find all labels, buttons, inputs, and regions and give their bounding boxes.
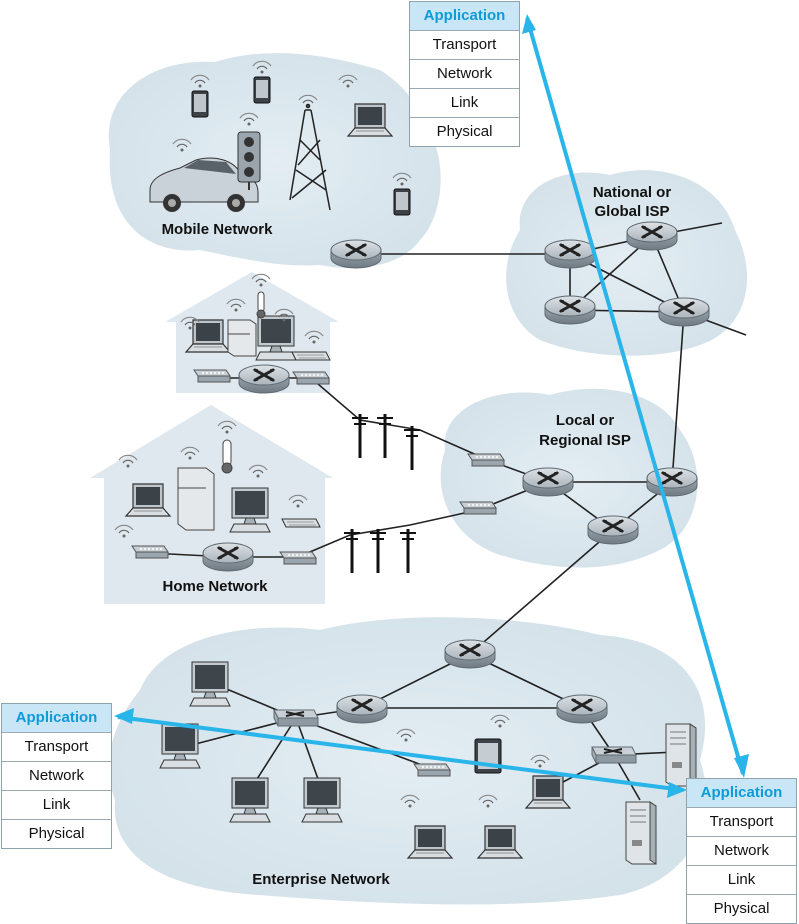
regional-isp-label-line2: Regional ISP (539, 432, 631, 449)
thermometer-icon (217, 420, 237, 474)
layer-network: Network (2, 761, 111, 790)
layer-network: Network (410, 59, 519, 88)
layer-transport: Transport (2, 732, 111, 761)
layer-physical: Physical (687, 894, 796, 923)
traffic-light-icon (237, 112, 261, 190)
regional-isp-label-line1: Local or (556, 412, 615, 429)
layer-link: Link (2, 790, 111, 819)
global-isp-label-line1: National or (593, 184, 672, 201)
layer-transport: Transport (687, 807, 796, 836)
refrigerator-icon (226, 298, 257, 357)
refrigerator-icon (177, 446, 215, 531)
application-connection-arrows (114, 14, 749, 798)
mobile-network-region (108, 53, 441, 269)
global-isp-label-line2: Global ISP (594, 203, 669, 220)
enterprise-network-label: Enterprise Network (252, 871, 390, 888)
protocol-stack-mobile: Application Transport Network Link Physi… (409, 1, 520, 147)
protocol-stack-enterprise: Application Transport Network Link Physi… (1, 703, 112, 849)
car-icon (149, 138, 259, 212)
layer-application: Application (2, 704, 111, 732)
utility-pole-icon (342, 412, 422, 575)
home-network-label: Home Network (162, 578, 268, 595)
layer-link: Link (410, 88, 519, 117)
layer-transport: Transport (410, 30, 519, 59)
layer-network: Network (687, 836, 796, 865)
layer-physical: Physical (2, 819, 111, 848)
layer-application: Application (410, 2, 519, 30)
mobile-network-label: Mobile Network (162, 221, 274, 238)
protocol-stack-server: Application Transport Network Link Physi… (686, 778, 797, 924)
layer-physical: Physical (410, 117, 519, 146)
thermometer-icon (251, 273, 271, 319)
layer-link: Link (687, 865, 796, 894)
layer-application: Application (687, 779, 796, 807)
enterprise-network-region (109, 617, 707, 905)
cell-tower-icon (289, 94, 331, 211)
